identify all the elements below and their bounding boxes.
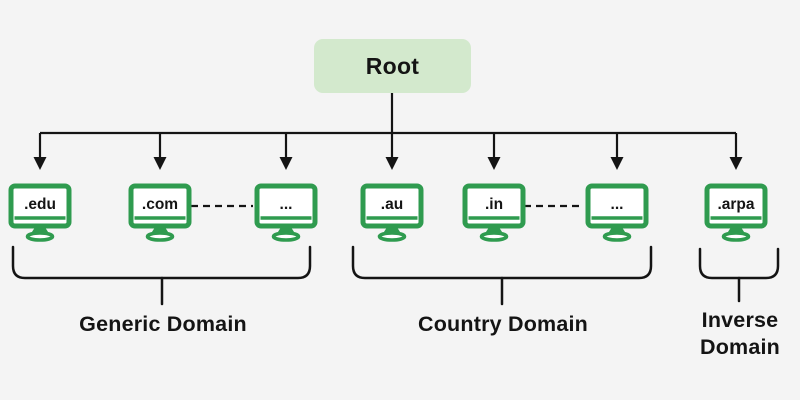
arrow-down-icon <box>153 157 167 170</box>
generic-domain-bracket <box>11 245 312 280</box>
group-label-generic-domain: Generic Domain <box>79 312 247 336</box>
tree-node-com: .com <box>128 183 192 242</box>
tree-node-arpa: .arpa <box>704 183 768 242</box>
node-label: .in <box>485 196 503 213</box>
monitor-icon: .com <box>128 183 192 242</box>
monitor-icon: ... <box>585 183 649 242</box>
inverse-domain-bracket <box>698 247 780 280</box>
node-label: .arpa <box>717 196 754 213</box>
node-label: .au <box>381 196 403 213</box>
tree-node-in: .in <box>462 183 526 242</box>
group-label-inverse-domain: Inverse Domain <box>699 308 781 359</box>
group-label-country-domain: Country Domain <box>417 312 589 336</box>
arrow-down-icon <box>487 157 501 170</box>
node-label: .edu <box>24 196 56 213</box>
arrow-down-icon <box>610 157 624 170</box>
tree-node-generic-more: ... <box>254 183 318 242</box>
node-label: ... <box>280 196 293 213</box>
monitor-icon: .in <box>462 183 526 242</box>
node-label: .com <box>142 196 178 213</box>
root-node-label: Root <box>365 52 420 79</box>
arrow-down-icon <box>33 157 47 170</box>
tree-node-country-more: ... <box>585 183 649 242</box>
monitor-icon: ... <box>254 183 318 242</box>
arrow-down-icon <box>385 157 399 170</box>
root-node: Root <box>314 39 471 93</box>
tree-node-au: .au <box>360 183 424 242</box>
tree-node-edu: .edu <box>8 183 72 242</box>
monitor-icon: .arpa <box>704 183 768 242</box>
node-label: ... <box>611 196 624 213</box>
country-domain-bracket <box>351 245 653 280</box>
monitor-icon: .au <box>360 183 424 242</box>
monitor-icon: .edu <box>8 183 72 242</box>
arrow-down-icon <box>279 157 293 170</box>
arrow-down-icon <box>729 157 743 170</box>
